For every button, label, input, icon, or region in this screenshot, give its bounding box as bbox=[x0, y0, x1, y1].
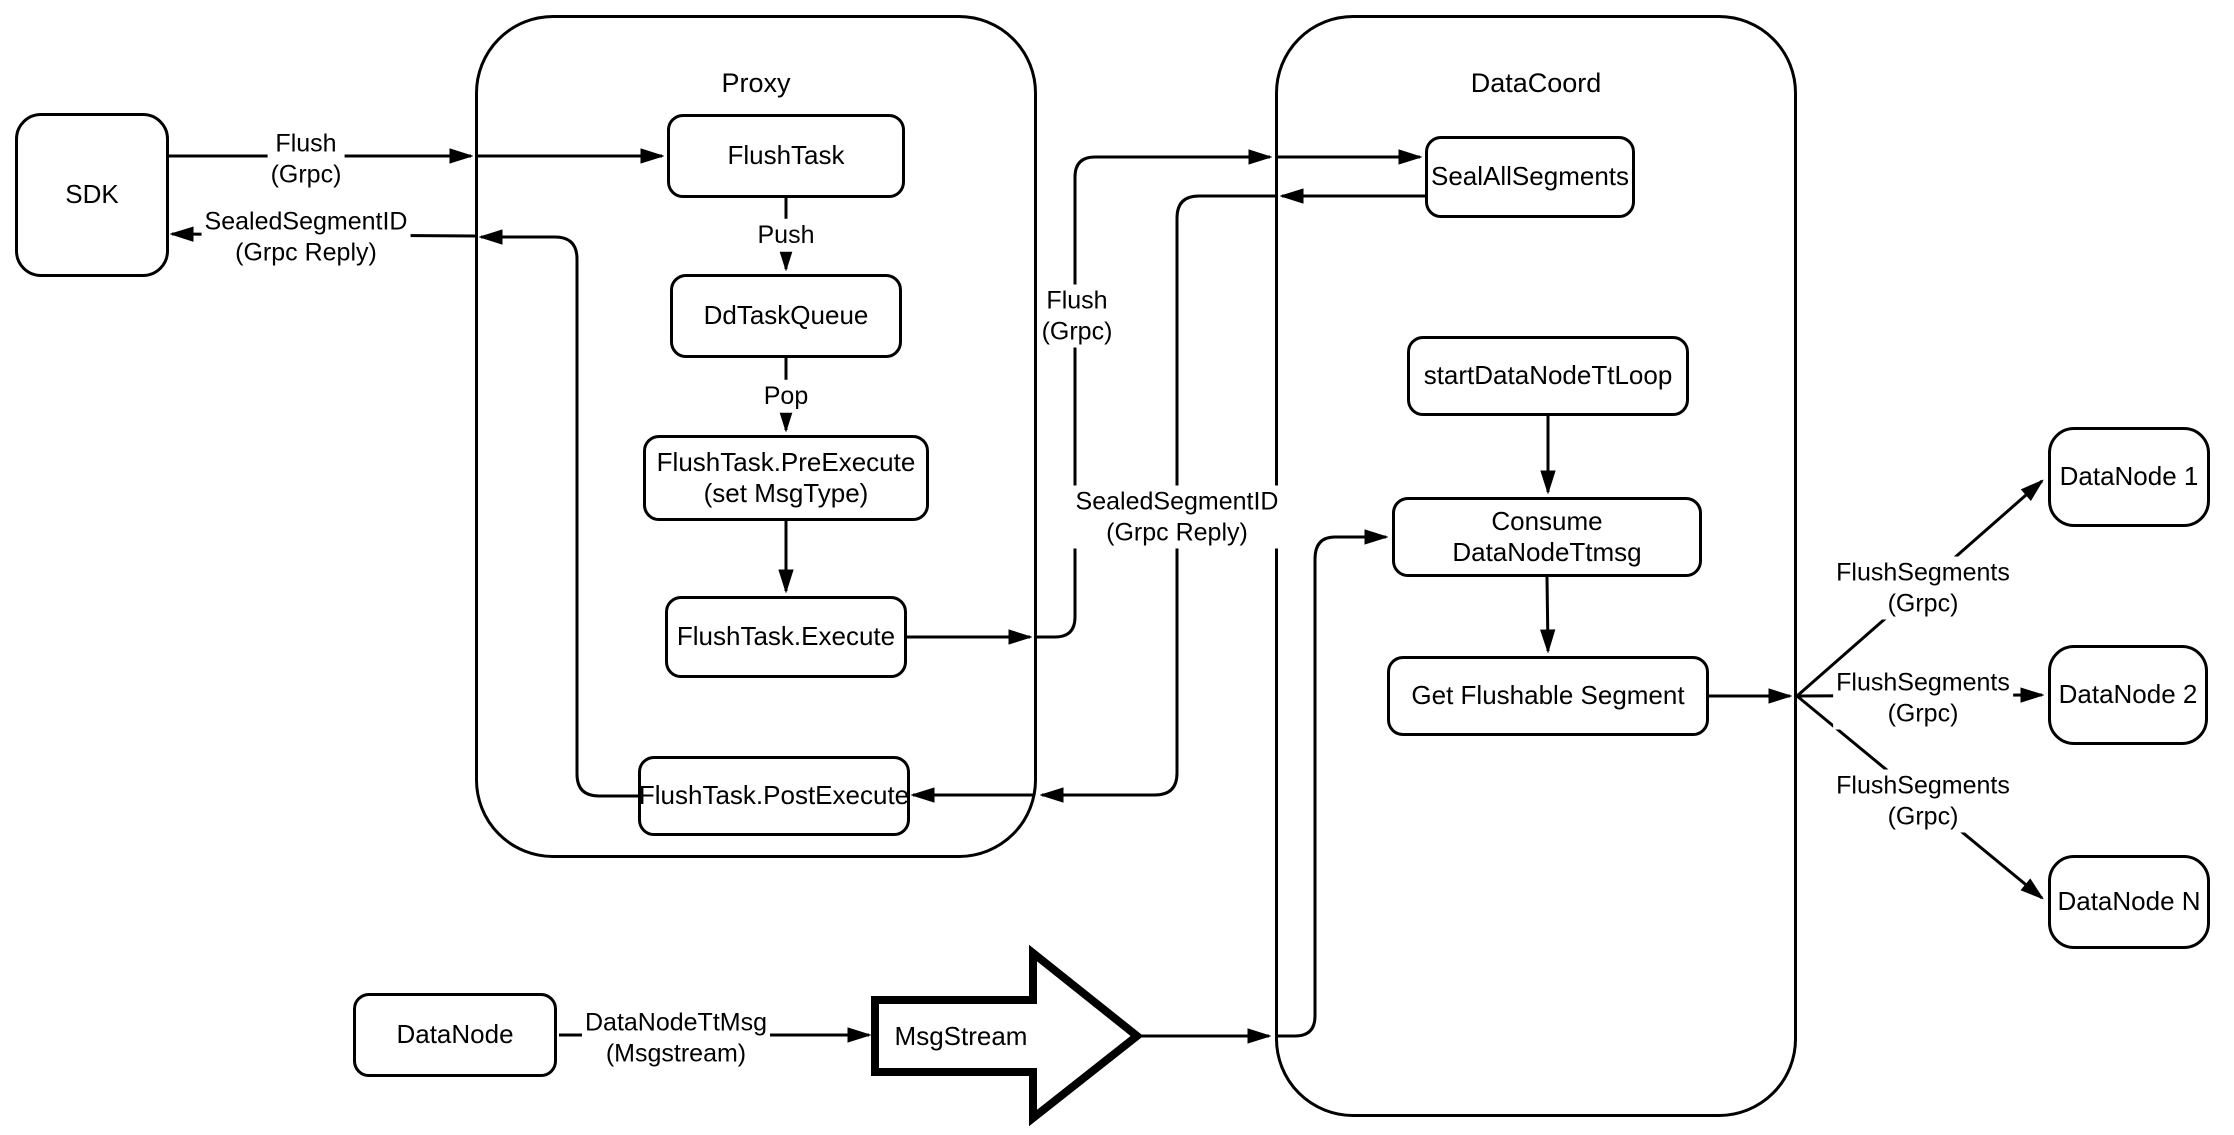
node-datanode1: DataNode 1 bbox=[2048, 427, 2210, 527]
node-datanode-bottom-label: DataNode bbox=[396, 1019, 514, 1050]
node-flushtask-label: FlushTask bbox=[727, 140, 845, 171]
node-getflushablesegment: Get Flushable Segment bbox=[1387, 656, 1709, 736]
edge-postexecute-to-proxy-edge bbox=[481, 237, 638, 798]
edge-proxy-edge-to-datacoord bbox=[1037, 157, 1270, 639]
edge-label-datanodettmsg: DataNodeTtMsg (Msgstream) bbox=[581, 1006, 771, 1070]
node-sdk: SDK bbox=[15, 113, 169, 277]
msgstream-block-arrow bbox=[871, 944, 1144, 1127]
node-consumedatanodettmsg: Consume DataNodeTtmsg bbox=[1392, 497, 1702, 577]
msgstream-label: MsgStream bbox=[894, 1020, 1028, 1051]
edge-label-flushsegments-dnn: FlushSegments (Grpc) bbox=[1833, 769, 2013, 833]
node-sealallsegments-label: SealAllSegments bbox=[1431, 161, 1629, 192]
node-datanoden: DataNode N bbox=[2048, 855, 2210, 949]
edge-label-flush-proxy-datacoord: Flush (Grpc) bbox=[1038, 284, 1116, 348]
node-execute-label: FlushTask.Execute bbox=[676, 621, 896, 652]
node-getflushablesegment-label: Get Flushable Segment bbox=[1411, 680, 1685, 711]
edge-label-pop: Pop bbox=[760, 379, 812, 413]
node-startdatanodettloop-label: startDataNodeTtLoop bbox=[1423, 360, 1673, 391]
edge-consume-to-getflushable bbox=[1547, 576, 1548, 651]
node-postexecute: FlushTask.PostExecute bbox=[638, 756, 910, 836]
edge-label-push: Push bbox=[754, 218, 818, 252]
edge-label-sealed-datacoord-proxy: SealedSegmentID (Grpc Reply) bbox=[1072, 485, 1282, 549]
node-postexecute-label: FlushTask.PostExecute bbox=[638, 780, 910, 811]
node-sealallsegments: SealAllSegments bbox=[1425, 136, 1635, 218]
node-preexecute: FlushTask.PreExecute (set MsgType) bbox=[643, 435, 929, 521]
node-datanode2-label: DataNode 2 bbox=[2058, 679, 2198, 710]
node-datanode2: DataNode 2 bbox=[2048, 645, 2208, 745]
edge-label-flushsegments-dn1: FlushSegments (Grpc) bbox=[1833, 556, 2013, 620]
container-proxy-title: Proxy bbox=[721, 68, 791, 98]
node-ddtaskqueue-label: DdTaskQueue bbox=[703, 300, 869, 331]
node-startdatanodettloop: startDataNodeTtLoop bbox=[1407, 336, 1689, 416]
edge-label-sealed-proxy-sdk: SealedSegmentID (Grpc Reply) bbox=[201, 205, 411, 269]
node-sdk-label: SDK bbox=[65, 179, 119, 210]
node-preexecute-label: FlushTask.PreExecute bbox=[656, 446, 916, 477]
node-consumedatanodettmsg-label: Consume DataNodeTtmsg bbox=[1452, 505, 1642, 567]
edge-datacoord-edge-to-consume bbox=[1277, 537, 1386, 1038]
edge-label-flushsegments-dn2: FlushSegments (Grpc) bbox=[1833, 666, 2013, 730]
edge-label-flush-sdk-proxy: Flush (Grpc) bbox=[267, 127, 345, 191]
node-flushtask: FlushTask bbox=[667, 114, 905, 198]
node-ddtaskqueue: DdTaskQueue bbox=[670, 274, 902, 358]
node-datanode-bottom: DataNode bbox=[353, 993, 557, 1077]
node-execute: FlushTask.Execute bbox=[665, 596, 907, 678]
node-datanode1-label: DataNode 1 bbox=[2059, 461, 2199, 492]
node-datanoden-label: DataNode N bbox=[2057, 886, 2201, 917]
node-preexecute-sublabel: (set MsgType) bbox=[703, 478, 869, 508]
container-datacoord-title: DataCoord bbox=[1470, 68, 1602, 98]
